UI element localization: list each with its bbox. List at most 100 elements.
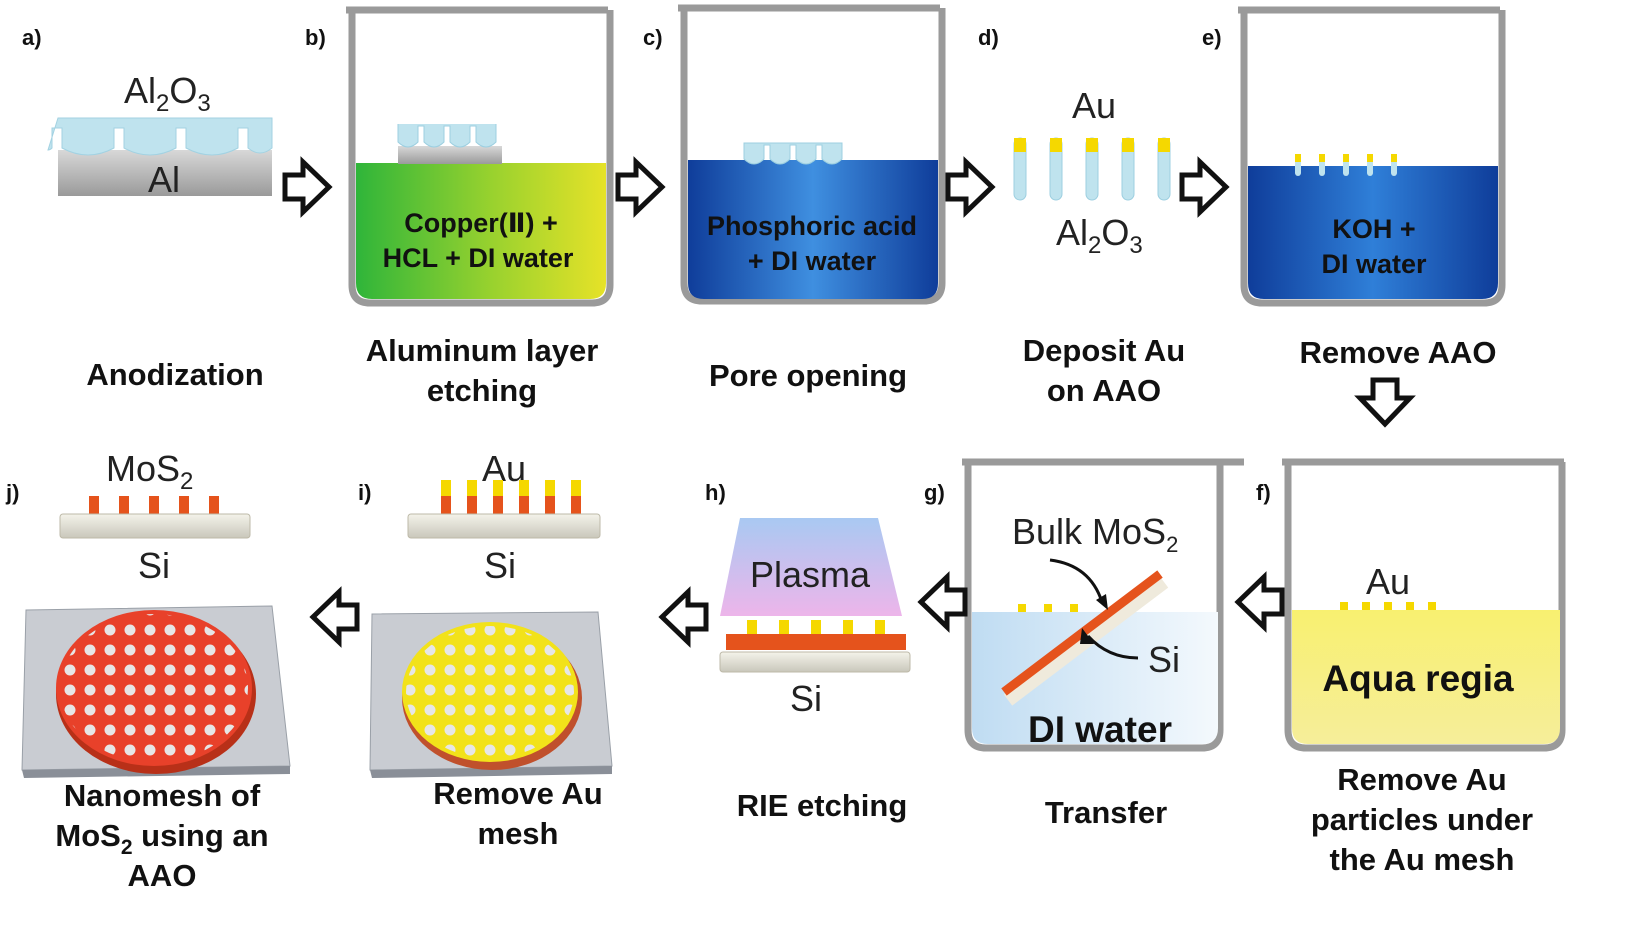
au-pillar [843,620,853,634]
panel-h: h) Plasma Si RIE etching [705,480,911,823]
al2o3-label: Al2O3 [124,70,211,117]
arrow-left-icon [1234,571,1285,633]
arrow-right-icon [945,156,996,218]
si-label: Si [138,545,170,586]
mos2-layer [726,634,906,650]
au-pillar [875,620,885,634]
au-mesh-pillars [747,620,885,634]
bulk-mos2-label: Bulk MoS2 [1012,511,1178,557]
caption-d-line2: on AAO [1047,373,1161,408]
au-particle [1070,604,1078,612]
solution-b-line1: Copper(Ⅱ) + [404,208,558,238]
au-pillar [779,620,789,634]
caption-a: Anodization [86,357,263,392]
au-particle [1384,602,1392,610]
mos2-pillar [519,496,529,514]
beaker [1282,458,1566,752]
au-deposit [1122,138,1134,152]
panel-a: a) Al2O3 Al Anodization [22,25,273,392]
caption-f-line2: particles under [1311,802,1533,837]
panel-label-f: f) [1256,480,1271,505]
mos2-pillars [89,496,219,514]
panel-label-a: a) [22,25,42,50]
koh-solution [1248,166,1498,299]
caption-h: RIE etching [737,788,908,823]
panel-label-j: j) [5,480,19,505]
au-pillar [519,480,529,496]
au-pillar [493,480,503,496]
si-label: Si [1148,639,1180,680]
au-particle [1362,602,1370,610]
alumina-pores [47,117,273,156]
au-label: Au [1072,85,1116,126]
panel-label-i: i) [358,480,371,505]
au-particle [1044,604,1052,612]
panel-j: j) MoS2 Si Nanomesh of MoS2 using an AAO [5,448,291,893]
au-pillar [467,480,477,496]
phosphoric-solution [688,160,938,299]
panel-label-e: e) [1202,25,1222,50]
panel-label-c: c) [643,25,663,50]
au-label: Au [482,448,526,489]
au-pillar [571,480,581,496]
mos2-pillar [149,496,159,514]
al-label: Al [148,159,180,200]
panel-e: e) KOH + DI water Remove AAO [1202,6,1506,370]
mesh-holes [406,626,574,758]
mos2-pillar [89,496,99,514]
au-pillar [811,620,821,634]
caption-j-line3: AAO [128,858,197,893]
au-deposit [1050,138,1062,152]
al2o3-label: Al2O3 [1056,212,1143,259]
solution-b-line2: HCL + DI water [383,243,574,273]
caption-f-line3: the Au mesh [1330,842,1515,877]
mos2-pillar [545,496,555,514]
arrow-left-icon [658,586,709,648]
beaker [1238,6,1506,307]
arrow-right-icon [282,156,333,218]
arrow-left-icon [917,571,968,633]
si-label: Si [484,545,516,586]
au-deposit [1391,154,1397,162]
solution-e-line2: DI water [1321,249,1427,279]
arrow-down-icon [1354,377,1416,428]
arrow-left-icon [309,586,360,648]
caption-b-line2: etching [427,373,537,408]
au-deposit [1319,154,1325,162]
mesh-holes [60,614,248,762]
au-particle [1340,602,1348,610]
caption-j-line1: Nanomesh of [64,778,261,813]
au-deposit [1367,154,1373,162]
solution-g: DI water [1028,709,1172,750]
mos2-label: MoS2 [106,448,193,495]
panel-label-h: h) [705,480,726,505]
mos2-pillar [441,496,451,514]
solution-e-line1: KOH + [1332,214,1415,244]
beaker [962,458,1244,752]
au-deposit [1158,138,1170,152]
au-particle [1018,604,1026,612]
panel-label-g: g) [924,480,945,505]
panel-c: c) Phosphoric acid + DI water Pore openi… [643,4,946,393]
solution-f: Aqua regia [1322,658,1514,699]
mos2-pillar [571,496,581,514]
aluminum-piece [398,146,502,164]
plasma-chamber [720,518,902,616]
mos2-pillar [209,496,219,514]
si-substrate [719,651,911,673]
caption-i-line1: Remove Au [433,776,602,811]
solution-c-line1: Phosphoric acid [707,211,917,241]
au-pillar [441,480,451,496]
caption-f-line1: Remove Au [1337,762,1506,797]
mos2-pillar [493,496,503,514]
au-on-mos2-pillars [441,480,581,514]
alumina-floating [743,142,843,165]
panel-b: b) Copper(Ⅱ) + HCL + DI water Aluminum l… [305,6,614,408]
arrow-right-icon [1179,156,1230,218]
au-particle [1428,602,1436,610]
au-particles [1340,602,1436,610]
au-deposit [1014,138,1026,152]
si-label: Si [790,678,822,719]
au-pillar [747,620,757,634]
beaker [346,6,614,307]
